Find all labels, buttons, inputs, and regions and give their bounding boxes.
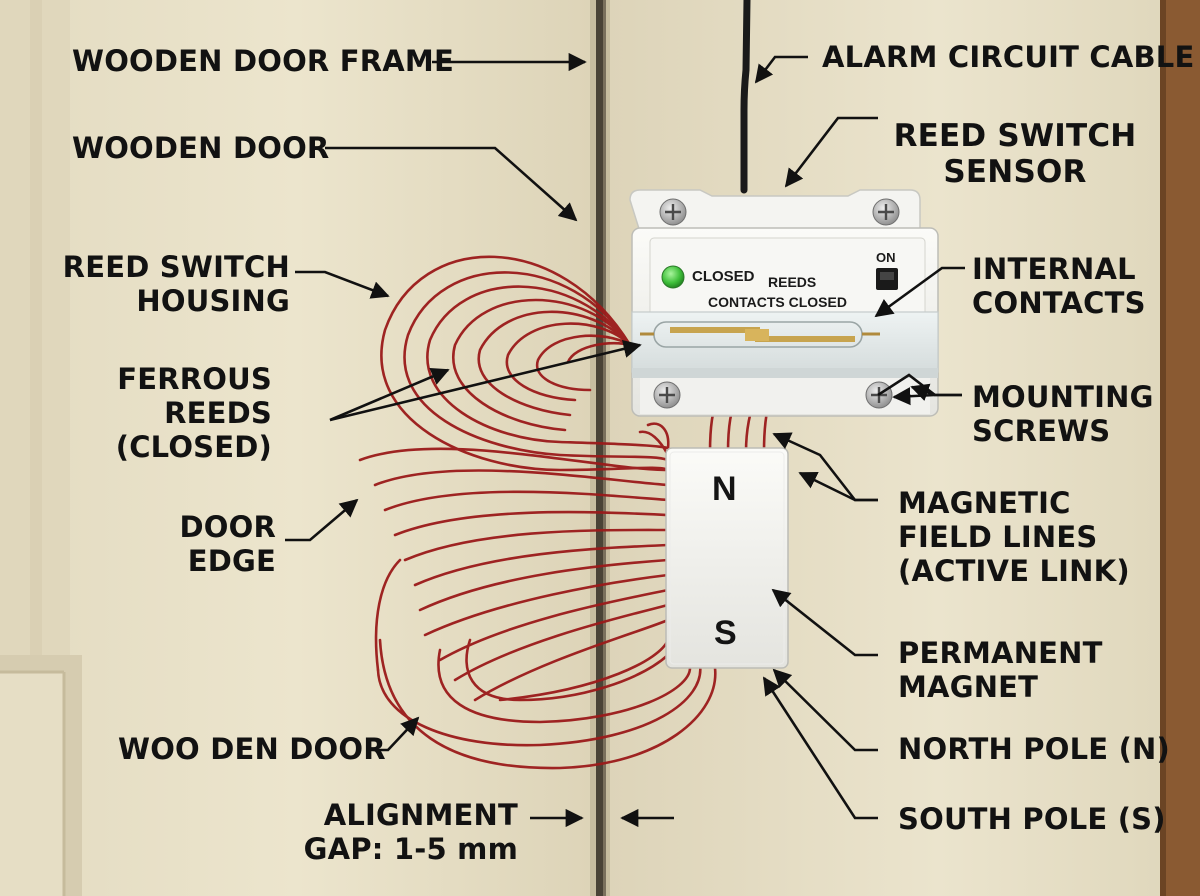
label-wooden-door-bottom: WOO DEN DOOR — [118, 732, 386, 766]
label-edge-line2: EDGE — [187, 544, 276, 578]
magnet-south-letter: S — [714, 614, 737, 652]
label-reeds-line1: FERROUS — [117, 362, 272, 396]
label-wooden-door-frame: WOODEN DOOR FRAME — [72, 44, 455, 78]
sensor-status-text: CLOSED — [692, 268, 755, 285]
label-screws-line1: MOUNTING — [972, 380, 1154, 414]
label-reeds-line3: (CLOSED) — [115, 430, 272, 464]
label-sensor-line1: REED SWITCH — [893, 118, 1137, 154]
label-screws-line2: SCREWS — [972, 414, 1111, 448]
label-mounting-screws: MOUNTING SCREWS — [972, 380, 1154, 448]
permanent-magnet — [665, 447, 789, 669]
label-south-pole: SOUTH POLE (S) — [898, 802, 1166, 836]
label-magnetic-field-lines: MAGNETIC FIELD LINES (ACTIVE LINK) — [898, 486, 1130, 588]
label-door-edge: DOOR EDGE — [120, 510, 276, 578]
door-gap — [590, 0, 610, 896]
label-gap-line2: GAP: 1-5 mm — [303, 832, 518, 866]
ferrous-reeds — [640, 321, 880, 348]
label-reed-switch-sensor: REED SWITCH SENSOR — [880, 118, 1150, 190]
label-field-line1: MAGNETIC — [898, 486, 1071, 520]
label-magnet-line1: PERMANENT — [898, 636, 1103, 670]
label-wooden-door-top: WOODEN DOOR — [72, 131, 330, 165]
label-reeds-line2: REEDS — [164, 396, 272, 430]
label-internal-line1: INTERNAL — [972, 252, 1136, 286]
label-sensor-line2: SENSOR — [943, 154, 1087, 190]
mounting-screws — [653, 198, 900, 409]
leader-lines — [285, 52, 965, 828]
label-housing-line2: HOUSING — [136, 284, 290, 318]
label-edge-line1: DOOR — [179, 510, 276, 544]
label-field-line3: (ACTIVE LINK) — [898, 554, 1130, 588]
sensor-reeds-text: REEDS — [768, 274, 817, 290]
label-gap-line1: ALIGNMENT — [323, 798, 518, 832]
label-magnet-line2: MAGNET — [898, 670, 1039, 704]
sensor-contacts-text: CONTACTS CLOSED — [708, 294, 847, 310]
label-field-line2: FIELD LINES — [898, 520, 1098, 554]
magnet-north-letter: N — [712, 470, 737, 508]
label-alignment-gap: ALIGNMENT GAP: 1-5 mm — [300, 798, 518, 866]
label-internal-contacts: INTERNAL CONTACTS — [972, 252, 1146, 320]
label-internal-line2: CONTACTS — [972, 286, 1146, 320]
internal-contacts — [745, 329, 769, 341]
label-permanent-magnet: PERMANENT MAGNET — [898, 636, 1103, 704]
label-ferrous-reeds: FERROUS REEDS (CLOSED) — [60, 362, 272, 464]
sensor-switch-text: ON — [876, 250, 896, 265]
label-housing-line1: REED SWITCH — [62, 250, 290, 284]
magnetic-field-lines — [358, 255, 772, 770]
label-alarm-circuit-cable: ALARM CIRCUIT CABLE — [822, 40, 1195, 74]
reed-switch-sensor — [629, 189, 939, 417]
label-reed-switch-housing: REED SWITCH HOUSING — [40, 250, 290, 318]
label-north-pole: NORTH POLE (N) — [898, 732, 1170, 766]
door-left-panel — [0, 0, 592, 896]
status-led — [661, 265, 685, 289]
alarm-cable — [740, 0, 751, 194]
